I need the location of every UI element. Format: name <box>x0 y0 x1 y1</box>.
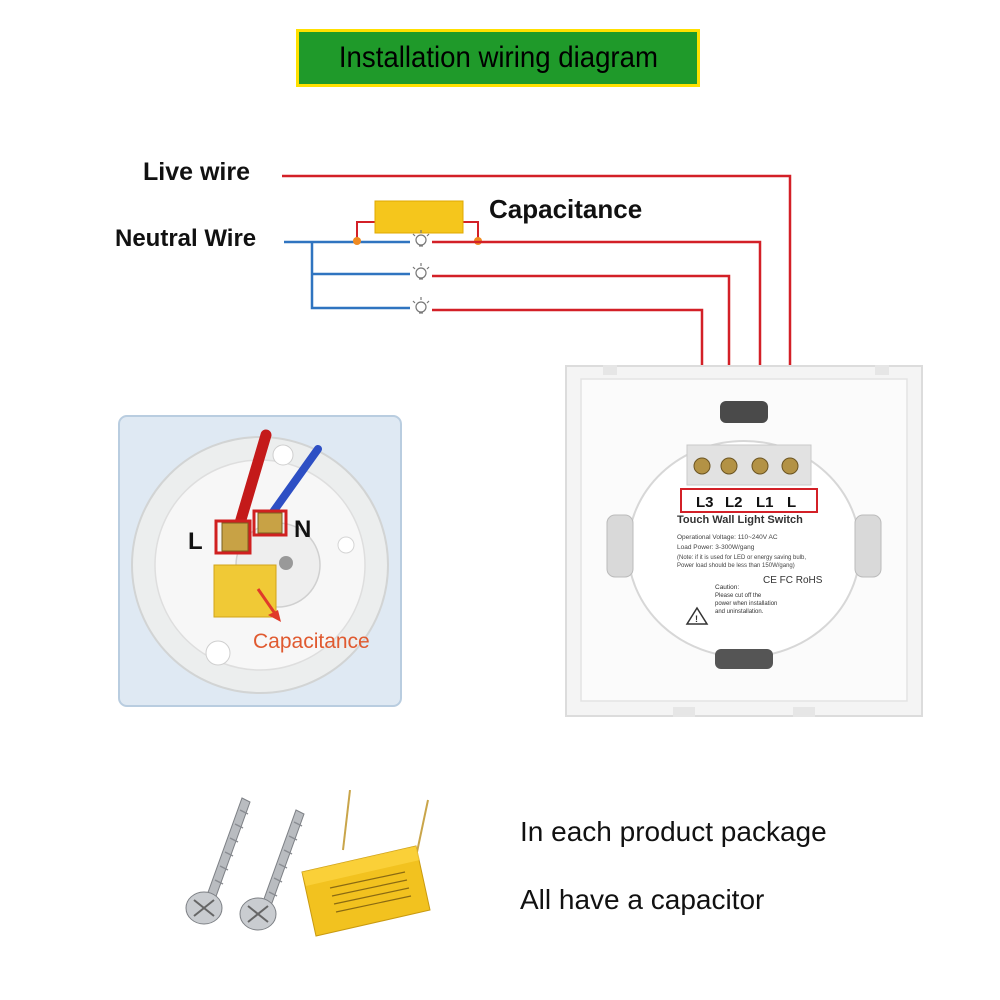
screw-icon <box>185 797 251 925</box>
caution-line2: power when installation <box>715 601 777 607</box>
package-line2: All have a capacitor <box>520 884 765 915</box>
live-wire <box>282 174 792 452</box>
cert-marks: CE FC RoHS <box>763 575 823 586</box>
terminal-l: L <box>787 494 796 511</box>
capacitance-label: Capacitance <box>489 194 643 224</box>
terminal-l-label: L <box>188 528 203 555</box>
terminal-l2: L2 <box>725 494 743 511</box>
svg-text:!: ! <box>695 614 698 624</box>
switch-back-panel: L3 L2 L1 L Touch Wall Light Switch Opera… <box>565 365 923 717</box>
note-line2: Power load should be less than 150W/gang… <box>677 563 795 569</box>
capacitor-icon <box>301 790 431 937</box>
screw-icon <box>239 809 305 931</box>
package-line1: In each product package <box>520 816 827 847</box>
page-title: Installation wiring diagram <box>338 41 658 74</box>
caution-title: Caution: <box>715 584 739 591</box>
bulb-icon <box>412 230 430 247</box>
neutral-wire <box>284 240 410 310</box>
title-banner: Installation wiring diagram <box>296 29 700 87</box>
product-name: Touch Wall Light Switch <box>677 514 803 526</box>
operational-voltage: Operational Voltage: 110~240V AC <box>677 534 778 541</box>
terminal-n-label: N <box>294 516 311 543</box>
warning-icon <box>685 606 709 625</box>
neutral-wire-label: Neutral Wire <box>115 225 257 252</box>
caution-line1: Please cut off the <box>715 593 762 599</box>
caution-line3: and uninstallation. <box>715 609 764 615</box>
terminal-screws <box>693 457 799 475</box>
load-power: Load Power: 3-300W/gang <box>677 544 755 551</box>
photo-capacitance-label: Capacitance <box>253 630 370 653</box>
bulb-icon <box>412 263 430 280</box>
note-line1: (Note: if it is used for LED or energy s… <box>677 555 806 561</box>
terminal-l1: L1 <box>756 494 774 511</box>
terminal-l3: L3 <box>696 494 714 511</box>
bulb-holder-photo: L N Capacitance <box>118 415 402 707</box>
live-wire-label: Live wire <box>143 158 250 186</box>
package-contents-photo <box>185 790 431 937</box>
diagram-capacitor <box>353 200 482 245</box>
bulb-icon <box>412 297 430 314</box>
